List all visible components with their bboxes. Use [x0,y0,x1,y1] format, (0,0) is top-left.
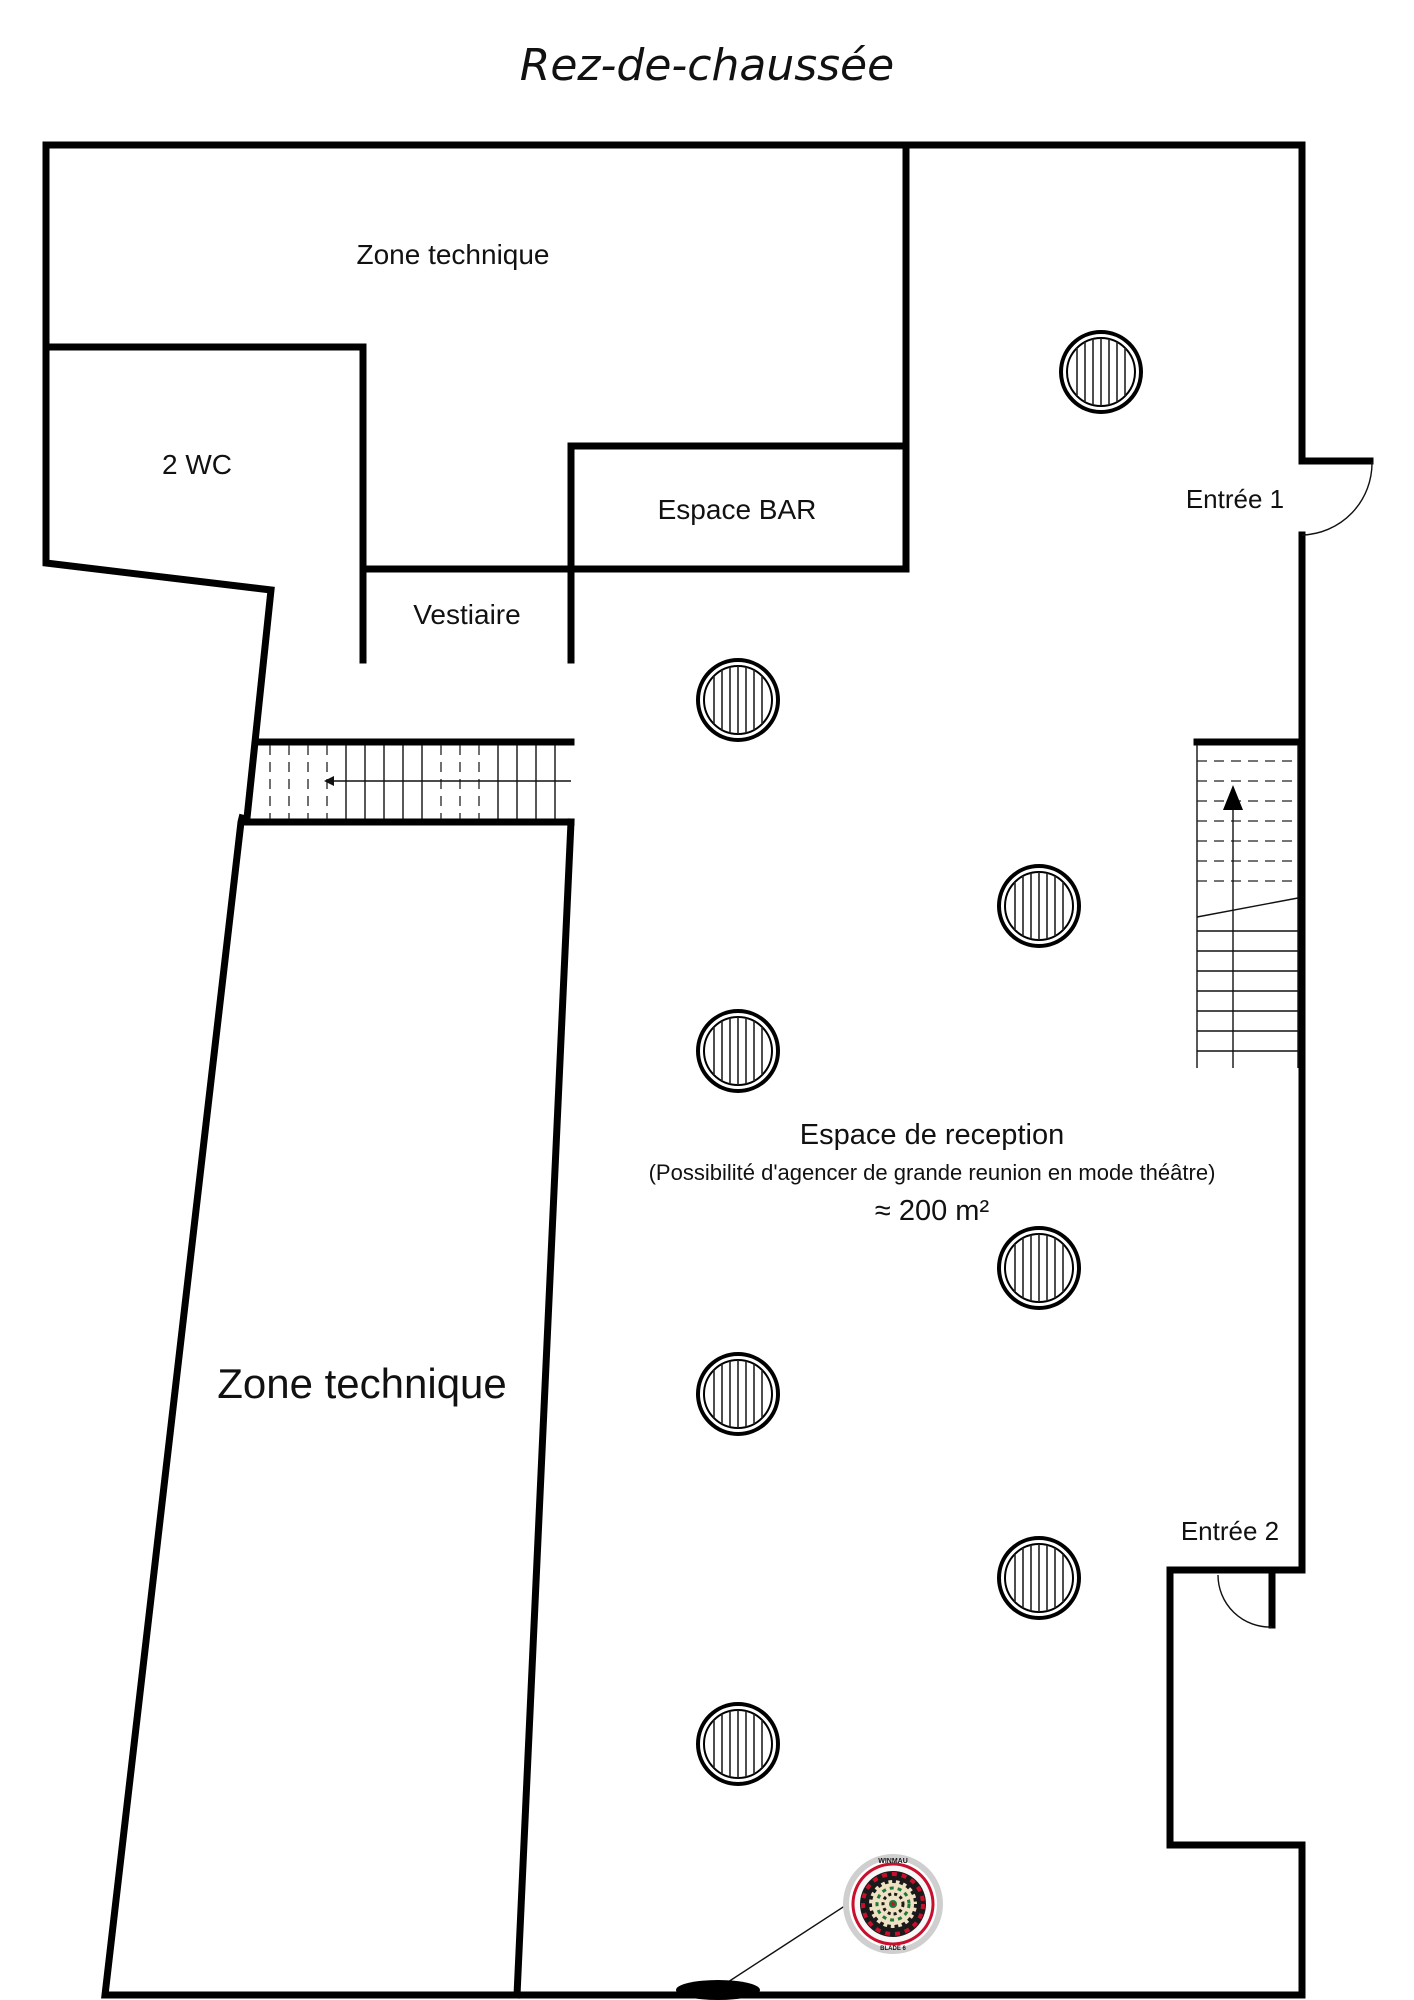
stair-arrow-head [324,776,334,786]
barrel-table-icon [997,864,1081,948]
dartboard-pointer-line [727,1897,858,1983]
staircase-top-left-icon [269,745,571,819]
room-zone-technique-top: Zone technique [356,239,549,270]
dartboard-mount-spot [676,1980,760,2000]
dartboard-brand-bottom: BLADE 6 [880,1946,906,1952]
room-reception-area: ≈ 200 m² [875,1195,990,1227]
barrel-table-icon [1059,330,1143,414]
outer-wall-left [42,141,275,822]
barrel-table-icon [696,1352,780,1436]
stair-arrow-head [1223,785,1243,810]
walls [42,141,1374,1999]
room-espace-de-reception: Espace de reception [800,1119,1064,1151]
room-2-wc: 2 WC [162,449,232,480]
barrel-table-icon [696,1702,780,1786]
barrel-table-icon [997,1536,1081,1620]
wall-espace-bar [567,442,910,664]
label-entree-2: Entrée 2 [1181,1516,1279,1546]
entree-1-door-icon[interactable] [1301,461,1373,536]
barrel-table-icon [696,1009,780,1093]
staircase-right-icon [1196,745,1299,1068]
page-title: Rez-de-chaussée [520,40,894,91]
room-reception-note: (Possibilité d'agencer de grande reunion… [649,1160,1216,1185]
room-vestiaire: Vestiaire [413,599,520,630]
barrel-table-icon [997,1226,1081,1310]
room-espace-bar: Espace BAR [658,494,817,525]
outer-wall-right-bottom [101,531,1306,1999]
entree-2-door-icon[interactable] [1217,1574,1273,1628]
dartboard-icon: WINMAU BLADE 6 [676,1854,943,2000]
dartboard-brand-top: WINMAU [878,1858,908,1865]
label-entree-1: Entrée 1 [1186,484,1284,514]
room-zone-technique-big: Zone technique [217,1360,507,1407]
outer-wall-top-right [42,141,1374,465]
wall-zone-technique-big [513,818,575,1999]
barrel-table-icon [696,658,780,742]
stair-break-line [1196,897,1299,918]
